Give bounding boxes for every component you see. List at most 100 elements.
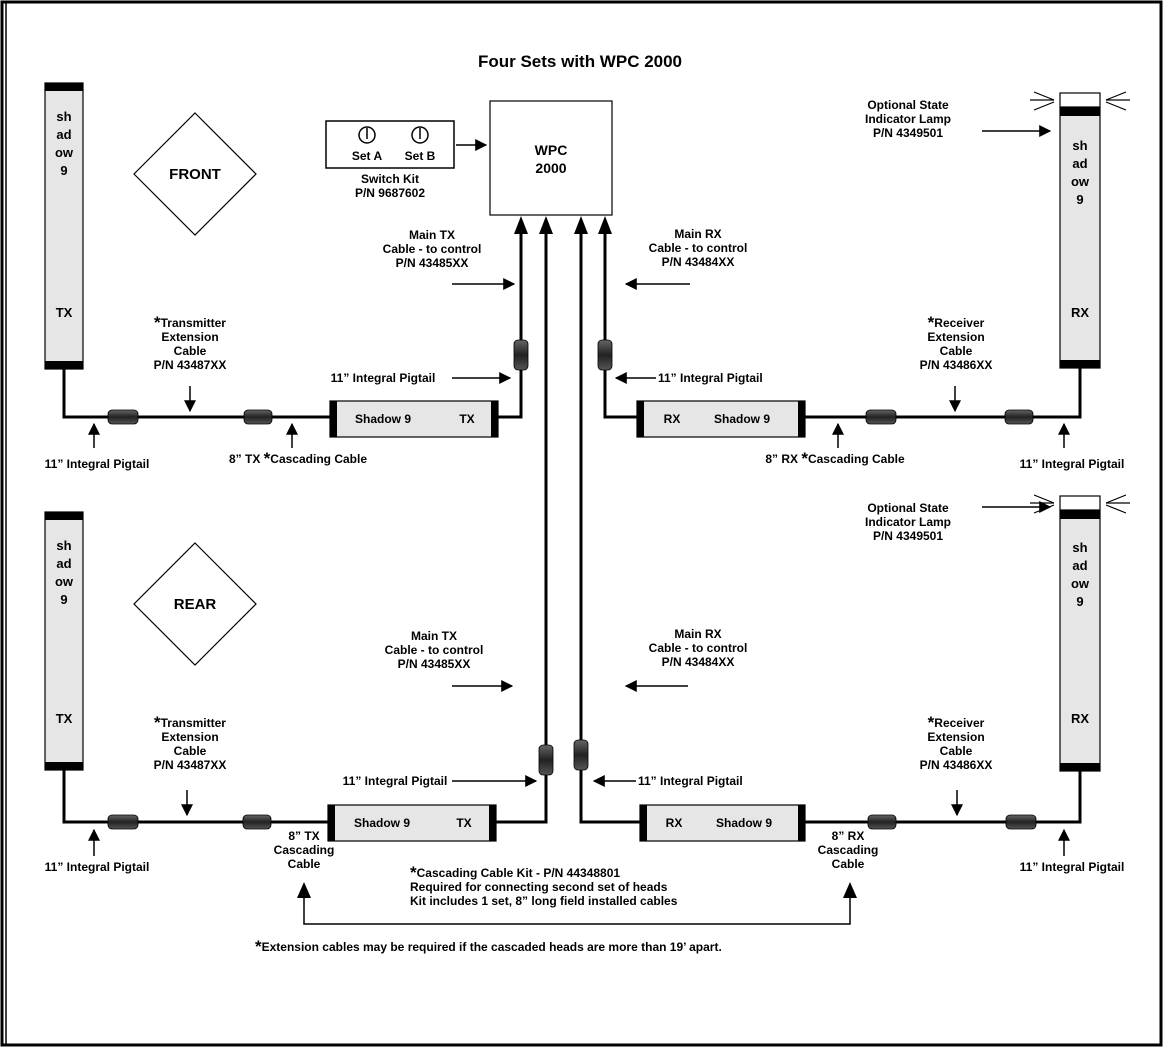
cables: [62, 228, 1082, 824]
rear-tx-cascade-l2: Cascading: [273, 843, 335, 857]
front-tx-ext-l1-row: *Transmitter: [110, 313, 270, 332]
front-main-tx-label: Main TX Cable - to control P/N 43485XX: [352, 228, 512, 270]
rear-rx-ext-l2: Extension: [927, 730, 985, 744]
rear-rx-head-name: shadow9: [1070, 540, 1090, 609]
front-main-tx-l2: Cable - to control: [382, 242, 482, 256]
front-tx-cascade-name: Cascading Cable: [270, 452, 367, 466]
rear-rx-bottom-pigtail: 11” Integral Pigtail: [1019, 860, 1125, 874]
front-rx-head-name: shadow9: [1070, 138, 1090, 207]
front-main-tx-l1: Main TX: [408, 228, 455, 242]
rear-lamp-label: Optional State Indicator Lamp P/N 434950…: [828, 501, 988, 543]
rear-rx-cascade-l2: Cascading: [817, 843, 879, 857]
rear-tx-ext-l1: Transmitter: [160, 716, 226, 730]
rear-rx-cascade-l1: 8” RX: [831, 829, 865, 843]
front-tx-horizontal-head: [329, 400, 499, 438]
rear-rx-ext-l1: Receiver: [934, 716, 985, 730]
rear-diamond: [133, 542, 257, 666]
footnote: *Extension cables may be required if the…: [255, 938, 905, 955]
rear-rx-cascade-label: 8” RX Cascading Cable: [798, 829, 898, 871]
rear-rx-ext-l1-row: *Receiver: [876, 714, 1036, 731]
cascading-kit-note: *Cascading Cable Kit - P/N 44348801 Requ…: [410, 864, 730, 908]
asterisk: *: [801, 449, 808, 468]
front-main-rx-label: Main RX Cable - to control P/N 43484XX: [618, 227, 778, 269]
front-rx-bottom-pigtail: 11” Integral Pigtail: [1019, 457, 1125, 471]
front-tx-pigtail-label: 11” Integral Pigtail: [330, 371, 436, 385]
front-tx-bottom-pigtail: 11” Integral Pigtail: [44, 457, 150, 471]
switch-kit-pn: P/N 9687602: [354, 186, 426, 200]
rear-main-rx-l3: P/N 43484XX: [661, 655, 735, 669]
rear-tx-horiz-name: Shadow 9: [353, 816, 410, 830]
rear-tx-vertical-head: [44, 511, 84, 771]
front-main-rx-l1: Main RX: [674, 227, 722, 241]
asterisk: *: [154, 313, 161, 332]
front-tx-ext-label: *Transmitter Extension Cable P/N 43487XX: [110, 313, 270, 372]
wpc-label: WPC 2000: [490, 141, 612, 177]
front-rx-cascade-name: Cascading Cable: [807, 452, 905, 466]
front-label: FRONT: [169, 166, 221, 183]
rear-tx-cascade-l1: 8” TX: [288, 829, 320, 843]
front-main-rx-l2: Cable - to control: [648, 241, 748, 255]
front-rx-horiz-tag: RX: [663, 412, 681, 426]
front-rx-horiz-name: Shadow 9: [713, 412, 770, 426]
switch-b-label: Set B: [404, 149, 436, 163]
rear-main-tx-label: Main TX Cable - to control P/N 43485XX: [354, 629, 514, 671]
front-rx-ext-label: *Receiver Extension Cable P/N 43486XX: [876, 314, 1036, 372]
front-lamp-l2: Indicator Lamp: [864, 112, 951, 126]
rear-main-rx-label: Main RX Cable - to control P/N 43484XX: [618, 627, 778, 669]
diagram-title: Four Sets with WPC 2000: [477, 52, 683, 71]
front-tx-ext-l4: P/N 43487XX: [153, 358, 227, 372]
cable-connectors: [107, 339, 1037, 830]
rear-rx-cascade-l3: Cable: [831, 857, 865, 871]
switch-kit-label: Switch Kit P/N 9687602: [320, 172, 460, 200]
rear-lamp-l1: Optional State: [867, 501, 949, 515]
rear-tx-ext-label: *Transmitter Extension Cable P/N 43487XX: [110, 714, 270, 772]
front-diamond: [133, 112, 257, 236]
front-tx-horiz-tag: TX: [459, 412, 475, 426]
wpc-controller-box: [489, 100, 613, 216]
front-rx-ext-l1-row: *Receiver: [876, 314, 1036, 331]
kit-note-l1: Cascading Cable Kit - P/N 44348801: [416, 866, 621, 880]
rear-tx-ext-l1-row: *Transmitter: [110, 714, 270, 731]
rear-label: REAR: [173, 596, 217, 613]
rear-main-rx-l1: Main RX: [674, 627, 722, 641]
rear-rx-horizontal-head: [639, 804, 806, 842]
front-tx-vertical-head: [44, 82, 84, 370]
front-rx-vertical-head: [1059, 92, 1101, 369]
rear-lamp-l2: Indicator Lamp: [864, 515, 951, 529]
rear-tx-horiz-tag: TX: [456, 816, 472, 830]
front-rx-cascade-len: 8” RX: [765, 452, 798, 466]
rear-tx-cascade-l3: Cable: [287, 857, 321, 871]
rear-rx-pigtail-label: 11” Integral Pigtail: [638, 774, 743, 788]
rear-rx-ext-label: *Receiver Extension Cable P/N 43486XX: [876, 714, 1036, 772]
switch-kit-name: Switch Kit: [360, 172, 419, 186]
wpc-line2: 2000: [535, 160, 567, 176]
asterisk: *: [263, 449, 271, 468]
switch-kit-box: [325, 120, 455, 169]
kit-note-l2: Required for connecting second set of he…: [410, 880, 668, 894]
front-rx-ext-l3: Cable: [939, 344, 973, 358]
switch-a-label: Set A: [351, 149, 383, 163]
front-lamp-label: Optional State Indicator Lamp P/N 434950…: [828, 98, 988, 140]
front-main-rx-l3: P/N 43484XX: [661, 255, 735, 269]
rear-main-tx-l2: Cable - to control: [384, 643, 484, 657]
rear-rx-ext-l4: P/N 43486XX: [919, 758, 993, 772]
front-lamp-l3: P/N 4349501: [872, 126, 944, 140]
rear-tx-bottom-pigtail: 11” Integral Pigtail: [44, 860, 150, 874]
front-tx-head-name: shadow9: [54, 109, 74, 178]
front-rx-ext-l1: Receiver: [934, 316, 985, 330]
front-lamp: [1059, 92, 1101, 108]
rear-tx-head-tag: TX: [55, 711, 73, 726]
rear-rx-ext-l3: Cable: [939, 744, 973, 758]
front-tx-horiz-name: Shadow 9: [354, 412, 411, 426]
front-rx-pigtail-label: 11” Integral Pigtail: [658, 371, 763, 385]
front-tx-ext-l2: Extension: [161, 330, 219, 344]
rear-rx-head-tag: RX: [1070, 711, 1090, 726]
kit-note-l3: Kit includes 1 set, 8” long field instal…: [410, 894, 678, 908]
rear-tx-cascade-label: 8” TX Cascading Cable: [254, 829, 354, 871]
annotation-arrows: [88, 125, 1070, 925]
front-rx-horizontal-head: [636, 400, 806, 438]
wpc-line1: WPC: [534, 142, 568, 158]
rear-tx-ext-l2: Extension: [161, 730, 219, 744]
